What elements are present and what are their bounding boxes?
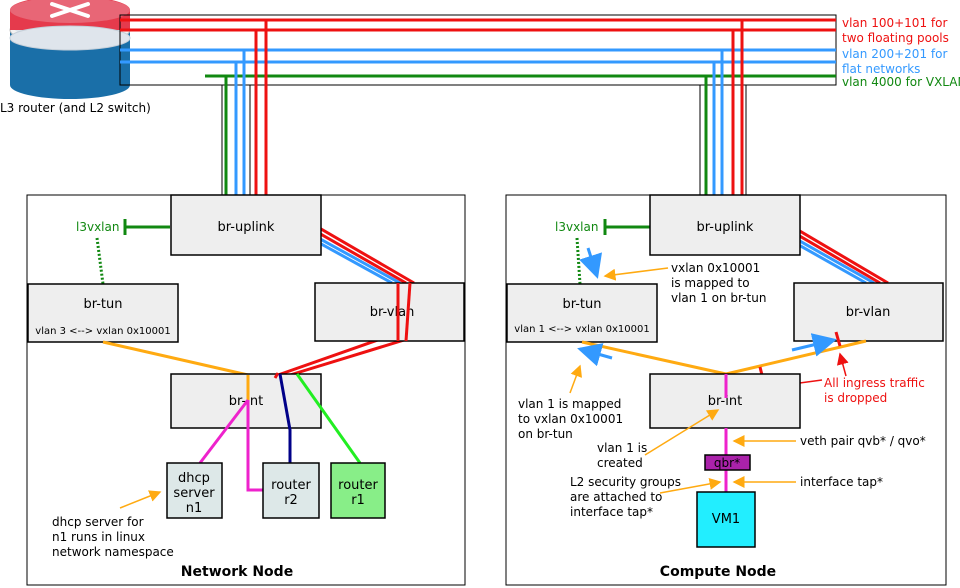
cn-br-uplink-label: br-uplink [697, 220, 754, 235]
cn-br-uplink [649, 194, 801, 256]
cn-ann-vlan1-1: vlan 1 is mapped [518, 397, 621, 411]
cn-tun-int-link [581, 340, 727, 376]
nn-note-arrow [119, 490, 162, 509]
nn-br-tun-map: vlan 3 <--> vxlan 0x10001 [35, 326, 170, 337]
cn-tun-blue-arrow [577, 343, 613, 367]
nn-router-r2-line2: r2 [284, 493, 298, 508]
router-icon [9, 0, 131, 99]
nn-br-uplink [170, 194, 322, 256]
cn-title: Compute Node [660, 564, 776, 580]
nn-int-r1-link [295, 373, 362, 464]
cn-vm1 [696, 491, 756, 548]
nn-br-vlan [314, 282, 465, 342]
cn-ann-vlan1-3: on br-tun [518, 427, 573, 441]
cn-vlan-int-link [725, 339, 867, 376]
cn-ann-veth: veth pair qvb* / qvo* [800, 434, 926, 448]
nn-note-line2: n1 runs in linux [52, 530, 145, 544]
nn-router-r1-line2: r1 [351, 493, 365, 508]
legend: vlan 100+101 for two floating pools vlan… [842, 16, 960, 89]
nn-dhcp-server [166, 462, 223, 519]
nn-br-uplink-label: br-uplink [218, 220, 275, 235]
nn-dhcp-line3: n1 [186, 501, 203, 516]
cn-l3vxlan-label: l3vxlan [555, 220, 598, 234]
cn-ann-created-2: created [597, 456, 643, 470]
cn-vlan1-ann-arrow [569, 364, 582, 394]
nn-router-r1 [330, 462, 386, 519]
cn-ann-tap: interface tap* [800, 475, 883, 489]
nn-br-vlan-label: br-vlan [370, 305, 415, 320]
cn-ann-created-1: vlan 1 is [597, 441, 647, 455]
legend-green-1: vlan 4000 for VXLAN [842, 75, 960, 89]
nn-dhcp-line2: server [173, 486, 215, 501]
router-label: L3 router (and L2 switch) [0, 101, 151, 115]
compute-node-drops [699, 20, 747, 198]
cn-sg-arrow [659, 477, 722, 494]
cn-br-vlan [793, 282, 944, 342]
cn-ann-vxlan-1: vxlan 0x10001 [671, 261, 760, 275]
cn-ann-drop-1: All ingress traffic [824, 376, 925, 390]
cn-ann-vxlan-3: vlan 1 on br-tun [671, 291, 766, 305]
nn-int-r2-link [278, 373, 292, 463]
cn-vxlan-blue-arrow [579, 247, 602, 279]
cn-drop-mark-1 [834, 331, 842, 347]
legend-blue-1: vlan 200+201 for [842, 47, 947, 61]
nn-router-r2-line1: router [271, 478, 311, 493]
nn-title: Network Node [181, 564, 293, 580]
cn-br-vlan-label: br-vlan [846, 305, 891, 320]
nn-l3vxlan-label: l3vxlan [76, 220, 119, 234]
nn-br-tun-label: br-tun [83, 297, 122, 312]
nn-note-line1: dhcp server for [52, 515, 144, 529]
cn-br-int-label: br-int [708, 394, 742, 409]
legend-red-1: vlan 100+101 for [842, 16, 947, 30]
nn-note-line3: network namespace [52, 545, 174, 559]
cn-ann-drop-2: is dropped [824, 391, 887, 405]
trunk-lines [119, 14, 837, 86]
cn-br-tun [506, 283, 658, 343]
nn-router-r2 [262, 462, 320, 519]
nn-int-r2-magenta [246, 400, 263, 492]
nn-br-tun [27, 283, 179, 343]
cn-ann-vlan1-2: to vxlan 0x10001 [518, 412, 623, 426]
cn-drop-arrow-2 [836, 352, 849, 377]
cn-ann-vxlan-2: is mapped to [671, 276, 750, 290]
legend-blue-2: flat networks [842, 62, 920, 76]
nn-int-dhcp-link [198, 399, 250, 464]
cn-ann-sg-2: are attached to [570, 490, 662, 504]
cn-vlan-blue-arrow [791, 333, 837, 357]
cn-created-arrow [644, 409, 720, 456]
cn-vxlan-ann-arrow [603, 267, 669, 281]
nn-router-r1-line1: router [338, 478, 378, 493]
cn-br-tun-map: vlan 1 <--> vxlan 0x10001 [514, 324, 649, 335]
legend-red-2: two floating pools [842, 31, 949, 45]
cn-ann-sg-3: interface tap* [570, 505, 653, 519]
cn-qbr-label: qbr* [714, 456, 740, 470]
cn-vm1-label: VM1 [712, 512, 740, 527]
cn-ann-sg-1: L2 security groups [570, 475, 681, 489]
nn-tun-int-link [102, 340, 249, 377]
cn-br-tun-label: br-tun [562, 297, 601, 312]
nn-dhcp-line1: dhcp [178, 471, 210, 486]
network-node-drops [221, 20, 268, 198]
cn-qbr [704, 454, 751, 471]
